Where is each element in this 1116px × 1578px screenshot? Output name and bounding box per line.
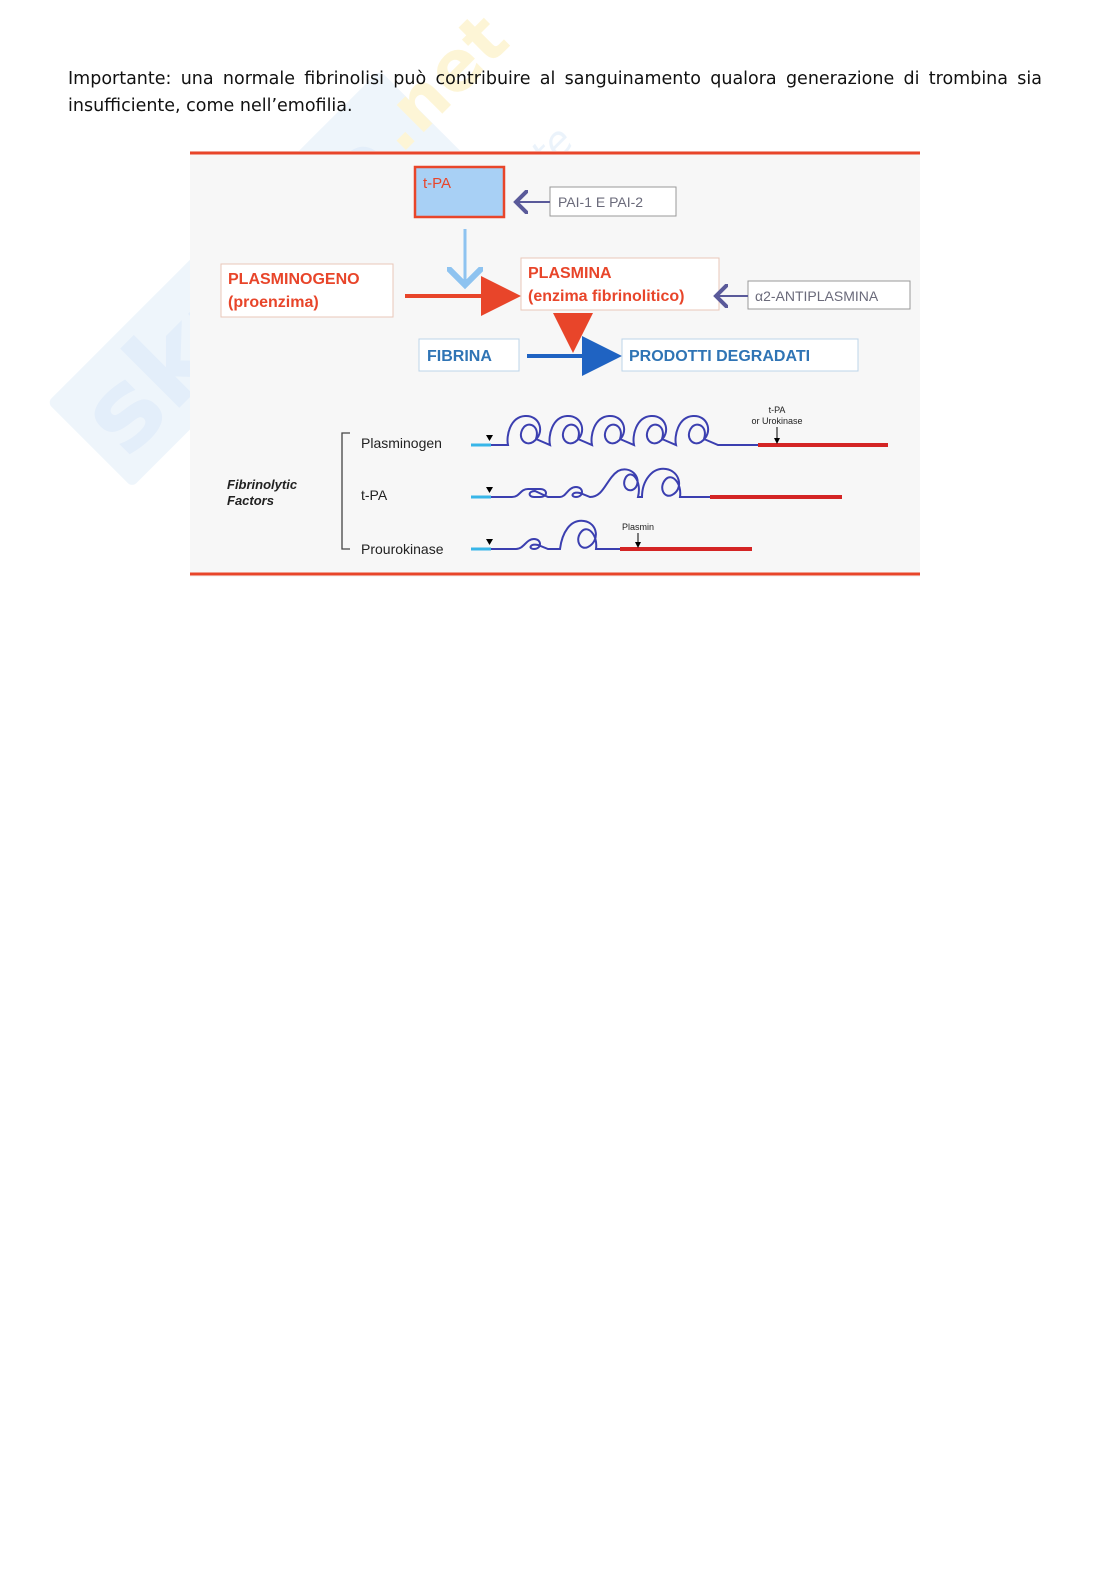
svg-text:PLASMINOGENO: PLASMINOGENO [228,271,360,288]
tpa-label: t-PA [361,487,388,503]
svg-text:FIBRINA: FIBRINA [427,348,492,365]
svg-text:PRODOTTI DEGRADATI: PRODOTTI DEGRADATI [629,348,810,365]
fibrinolysis-figure: t-PA PAI-1 E PAI-2 PLASMINOGENO (proenzi… [190,151,920,577]
svg-text:(proenzima): (proenzima) [228,294,319,311]
svg-text:or Urokinase: or Urokinase [751,416,802,426]
svg-text:(enzima fibrinolitico): (enzima fibrinolitico) [528,288,684,305]
plasmin-cleavage-label: Plasmin [622,522,654,532]
svg-text:t-PA: t-PA [769,405,786,415]
svg-text:Factors: Factors [227,493,274,508]
prourokinase-label: Prourokinase [361,541,444,557]
pai-box: PAI-1 E PAI-2 [550,187,676,216]
plasmina-box: PLASMINA (enzima fibrinolitico) [521,258,719,310]
antiplasmina-box: α2-ANTIPLASMINA [748,281,910,309]
fibrina-box: FIBRINA [419,339,519,371]
prodotti-degradati-box: PRODOTTI DEGRADATI [622,339,858,371]
plasminogeno-box: PLASMINOGENO (proenzima) [221,264,393,317]
paragraph-text: Importante: una normale fibrinolisi può … [68,66,1042,120]
svg-text:Fibrinolytic: Fibrinolytic [227,477,298,492]
tpa-box: t-PA [415,167,504,217]
svg-text:α2-ANTIPLASMINA: α2-ANTIPLASMINA [755,288,879,304]
svg-text:PAI-1 E PAI-2: PAI-1 E PAI-2 [558,194,643,210]
svg-text:PLASMINA: PLASMINA [528,265,612,282]
svg-text:t-PA: t-PA [423,175,451,192]
plasminogen-label: Plasminogen [361,435,442,451]
